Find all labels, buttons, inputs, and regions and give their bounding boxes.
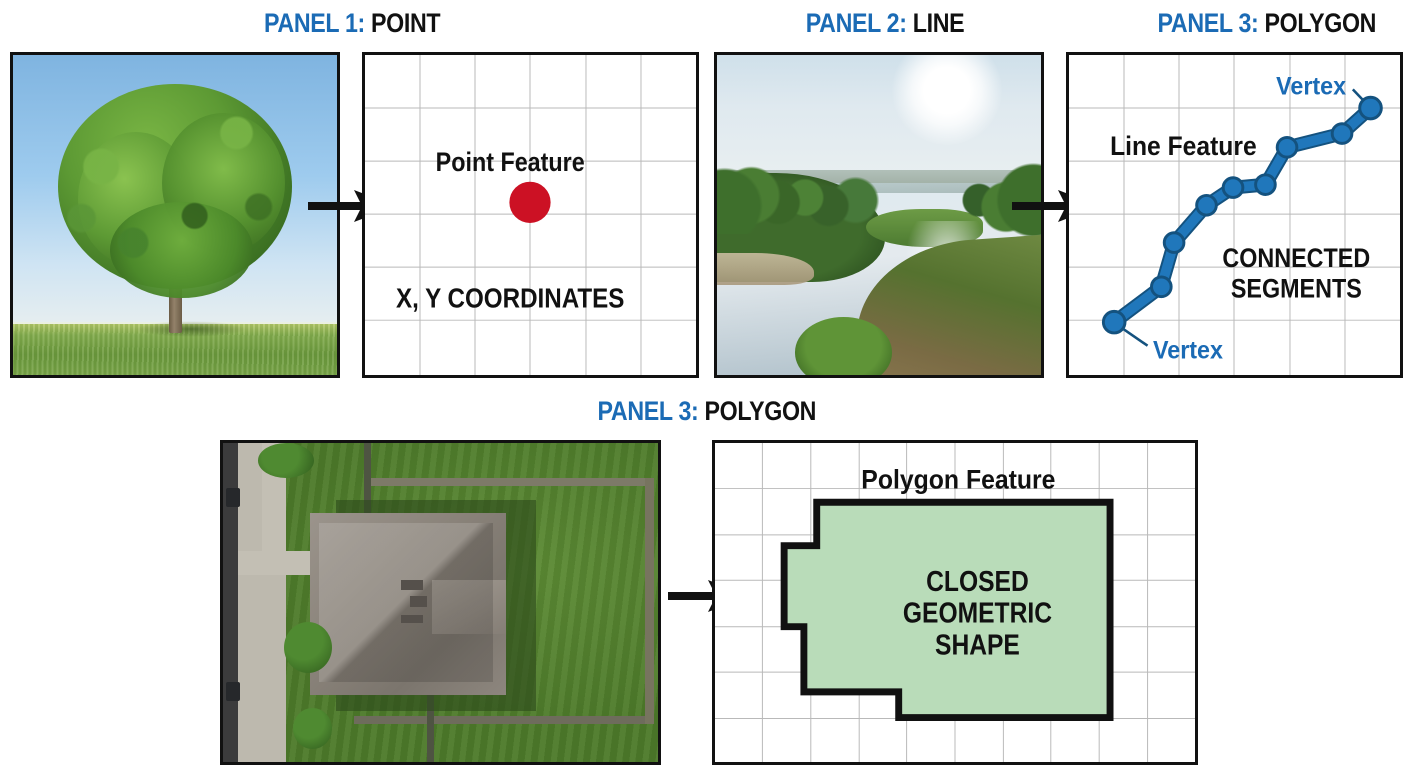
polygon-diagram: Polygon Feature CLOSED GEOMETRIC SHAPE — [712, 440, 1198, 765]
polygon-diagram-content: Polygon Feature CLOSED GEOMETRIC SHAPE — [780, 466, 1114, 722]
panel-2-title-number: PANEL 2: — [805, 8, 907, 38]
fence-vertical-top — [364, 443, 372, 526]
vertex-node — [1150, 275, 1173, 299]
line-vertices — [1101, 95, 1383, 335]
panel-1-title-name: POINT — [371, 8, 441, 38]
vertex-node — [1275, 136, 1299, 159]
panel-2-title: PANEL 2: LINE — [799, 8, 971, 39]
roof-ridge-shading — [318, 522, 493, 683]
parked-car — [225, 682, 240, 702]
panel-3-line-title-name: POLYGON — [1264, 8, 1377, 38]
point-feature-label: Point Feature — [436, 148, 585, 178]
left-bank-trees — [717, 163, 879, 235]
vertex-label-bottom: Vertex — [1153, 337, 1224, 365]
panel-3-polygon-title-name: POLYGON — [704, 396, 817, 426]
panel-3-polygon-title: PANEL 3: POLYGON — [597, 396, 817, 427]
parked-car — [225, 487, 240, 507]
vertex-node — [1162, 231, 1186, 254]
yard-tree — [292, 707, 332, 750]
polygon-caption-line3: SHAPE — [935, 629, 1020, 661]
tree-foliage-texture — [51, 77, 299, 302]
panel-3-line-title: PANEL 3: POLYGON — [1157, 8, 1377, 39]
vertex-node — [1358, 95, 1383, 121]
sand-bar — [717, 253, 815, 286]
fence-right — [644, 478, 654, 724]
vertex-node — [1195, 193, 1218, 217]
vertex-node — [1101, 309, 1127, 335]
roof-vent — [401, 615, 424, 624]
point-diagram: Point Feature X, Y COORDINATES — [362, 52, 699, 378]
river-photo — [714, 52, 1044, 378]
fence-vertical-bottom — [427, 685, 435, 762]
vertex-node — [1254, 173, 1277, 196]
vertex-node — [1221, 176, 1245, 199]
panel-1-title: PANEL 1: POINT — [264, 8, 441, 39]
fence-bottom — [353, 715, 650, 724]
roof-vent — [401, 580, 424, 590]
connected-caption-line2: SEGMENTS — [1231, 274, 1362, 304]
polygon-caption-line1: CLOSED — [926, 565, 1029, 597]
polygon-caption-line2: GEOMETRIC — [903, 597, 1052, 629]
yard-tree — [283, 621, 332, 673]
panel-3-polygon-title-number: PANEL 3: — [597, 396, 699, 426]
polygon-feature-shape — [780, 498, 1114, 722]
point-marker — [509, 181, 551, 223]
vertex-label-top: Vertex — [1276, 73, 1347, 101]
point-diagram-content: Point Feature X, Y COORDINATES — [396, 148, 625, 314]
aerial-house-photo — [220, 440, 661, 765]
point-coordinates-caption: X, Y COORDINATES — [396, 284, 625, 314]
tree-photo — [10, 52, 340, 378]
line-diagram-content: Vertex Vertex Line Feature CONNECTED SEG… — [1101, 73, 1383, 365]
panel-2-title-name: LINE — [912, 8, 965, 38]
line-feature-label: Line Feature — [1110, 132, 1257, 161]
yard-tree — [257, 443, 315, 479]
line-diagram-grid — [1069, 55, 1400, 375]
panel-1-title-number: PANEL 1: — [264, 8, 365, 38]
sun-glare — [891, 55, 1003, 145]
point-diagram-grid — [365, 55, 696, 375]
roof-vent — [410, 596, 428, 608]
connected-caption-line1: CONNECTED — [1222, 244, 1370, 274]
house-roof-wing — [431, 580, 506, 635]
line-diagram: Vertex Vertex Line Feature CONNECTED SEG… — [1066, 52, 1403, 378]
foreground-bush — [794, 317, 892, 375]
vertex-node — [1330, 122, 1354, 145]
polygon-feature-label: Polygon Feature — [861, 466, 1055, 495]
panel-3-line-title-number: PANEL 3: — [1157, 8, 1259, 38]
fence-top — [366, 478, 650, 487]
tree-shadow — [136, 320, 247, 337]
